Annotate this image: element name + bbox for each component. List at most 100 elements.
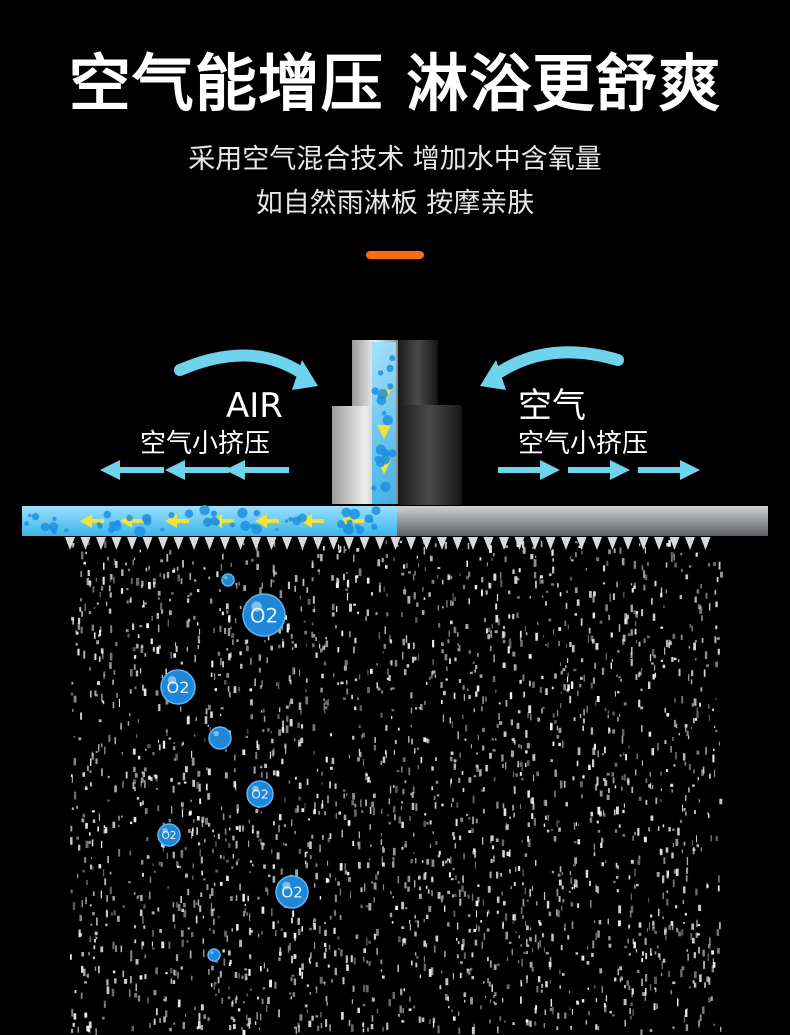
water-droplet (554, 790, 556, 798)
water-droplet (540, 575, 543, 579)
water-droplet (267, 635, 270, 641)
water-droplet (239, 939, 242, 947)
water-droplet (384, 626, 386, 635)
water-droplet (537, 717, 541, 722)
water-droplet (597, 806, 601, 815)
water-droplet (662, 664, 666, 669)
water-droplet (529, 1020, 532, 1027)
water-droplet (603, 813, 606, 817)
water-droplet (91, 751, 93, 756)
water-droplet (715, 625, 718, 630)
water-droplet (336, 606, 338, 612)
water-droplet (673, 764, 676, 767)
water-droplet (369, 780, 371, 784)
water-droplet (697, 776, 699, 781)
water-droplet (614, 829, 618, 833)
water-droplet (612, 777, 615, 784)
water-droplet (616, 889, 620, 893)
water-droplet (326, 795, 330, 804)
water-droplet (611, 772, 615, 777)
water-bubble (337, 520, 345, 528)
water-bubble (341, 507, 352, 518)
water-droplet (107, 556, 109, 561)
water-droplet (368, 940, 371, 944)
water-droplet (340, 949, 343, 957)
water-droplet (592, 940, 595, 949)
water-droplet (83, 561, 86, 565)
water-droplet (397, 964, 399, 973)
water-droplet (606, 794, 610, 800)
water-droplet (712, 754, 715, 763)
water-droplet (267, 996, 270, 1005)
water-droplet (146, 837, 149, 842)
water-droplet (657, 953, 660, 958)
water-droplet (503, 808, 507, 816)
water-droplet (512, 771, 515, 777)
inlet-pipe (398, 340, 438, 410)
water-droplet (339, 915, 342, 920)
water-droplet (325, 637, 328, 640)
water-droplet (88, 951, 90, 956)
water-droplet (215, 869, 219, 873)
water-droplet (318, 810, 320, 815)
water-droplet (644, 995, 646, 1002)
water-droplet (402, 938, 404, 947)
water-droplet (487, 627, 491, 633)
water-droplet (244, 968, 247, 971)
water-droplet (324, 922, 326, 925)
water-droplet (691, 625, 693, 632)
water-droplet (481, 789, 483, 792)
water-droplet (256, 1012, 258, 1020)
water-droplet (215, 841, 217, 847)
water-droplet (220, 707, 224, 710)
water-droplet (298, 1025, 300, 1033)
water-droplet (715, 637, 717, 644)
water-droplet (144, 653, 147, 657)
water-droplet (521, 958, 523, 967)
water-droplet (617, 650, 620, 653)
water-droplet (313, 809, 316, 815)
water-droplet (152, 863, 154, 866)
water-droplet (602, 582, 606, 585)
water-droplet (89, 585, 91, 588)
water-droplet (96, 640, 100, 645)
water-droplet (515, 931, 517, 934)
flow-arrow-down (377, 425, 391, 439)
water-droplet (373, 793, 376, 799)
water-droplet (132, 559, 134, 566)
water-droplet (362, 759, 364, 766)
water-droplet (453, 836, 456, 840)
water-droplet (150, 776, 153, 781)
water-droplet (714, 589, 717, 595)
nozzle (576, 537, 587, 550)
water-droplet (529, 714, 532, 721)
water-droplet (682, 899, 684, 904)
water-droplet (492, 749, 496, 752)
water-droplet (672, 981, 676, 985)
water-droplet (613, 809, 616, 816)
water-droplet (213, 982, 216, 990)
water-droplet (471, 952, 474, 958)
water-droplet (228, 962, 231, 966)
water-droplet (650, 948, 652, 955)
water-droplet (299, 669, 300, 677)
water-droplet (567, 624, 569, 630)
water-droplet (89, 666, 91, 671)
water-droplet (442, 860, 445, 867)
water-droplet (454, 657, 457, 662)
water-droplet (573, 717, 576, 721)
water-droplet (384, 848, 385, 853)
water-droplet (490, 630, 492, 638)
water-droplet (143, 925, 146, 929)
water-droplet (628, 924, 630, 929)
water-droplet (137, 718, 139, 723)
water-droplet (496, 724, 499, 728)
water-droplet (181, 810, 184, 818)
water-droplet (314, 802, 316, 810)
water-droplet (468, 598, 470, 605)
water-droplet (73, 695, 77, 703)
water-droplet (463, 992, 467, 997)
water-droplet (195, 902, 198, 905)
water-droplet (364, 883, 366, 892)
water-droplet (616, 674, 618, 678)
